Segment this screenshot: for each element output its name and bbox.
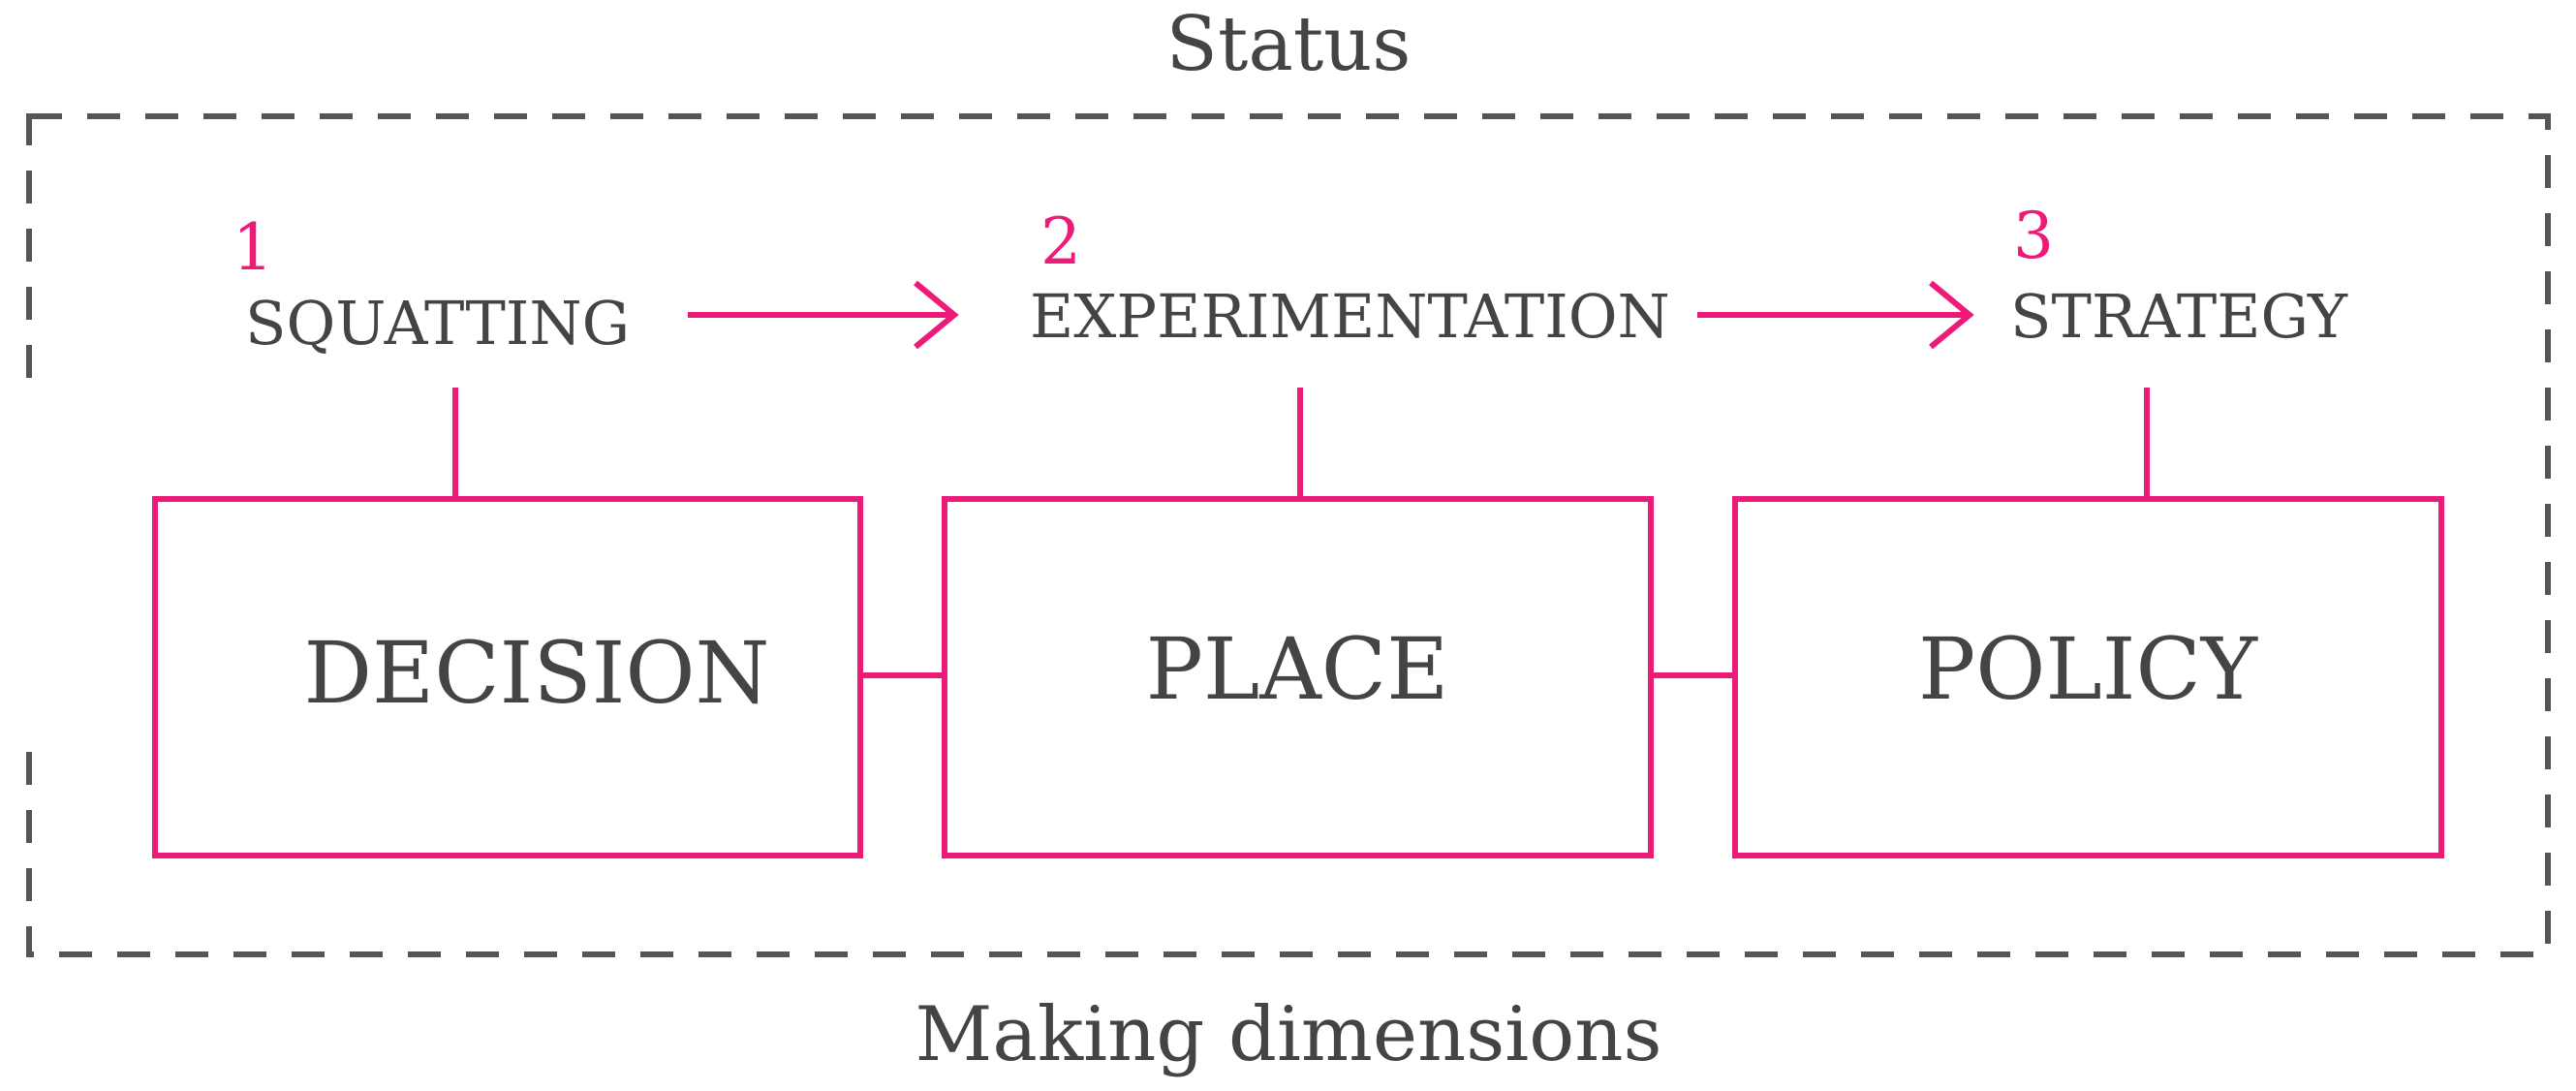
arrow-1-to-2 bbox=[688, 280, 959, 350]
box-label-policy: POLICY bbox=[1918, 619, 2258, 719]
status-label: Status bbox=[1166, 1, 1412, 88]
stage-number-1: 1 bbox=[233, 210, 273, 285]
frame-gap-left bbox=[19, 397, 41, 746]
stage-label-squatting: SQUATTING bbox=[245, 288, 630, 358]
stage-label-experimentation: EXPERIMENTATION bbox=[1030, 281, 1670, 352]
box-decision bbox=[152, 496, 863, 858]
box-policy bbox=[1732, 496, 2444, 858]
arrow-2-to-3 bbox=[1697, 280, 1974, 350]
box-label-place: PLACE bbox=[1146, 619, 1449, 719]
making-dimensions-label: Making dimensions bbox=[916, 991, 1662, 1078]
stage-number-3: 3 bbox=[2013, 199, 2054, 273]
stage-label-strategy: STRATEGY bbox=[2010, 281, 2348, 352]
stage-number-2: 2 bbox=[1040, 204, 1081, 279]
box-place bbox=[942, 496, 1654, 858]
box-label-decision: DECISION bbox=[303, 623, 769, 723]
